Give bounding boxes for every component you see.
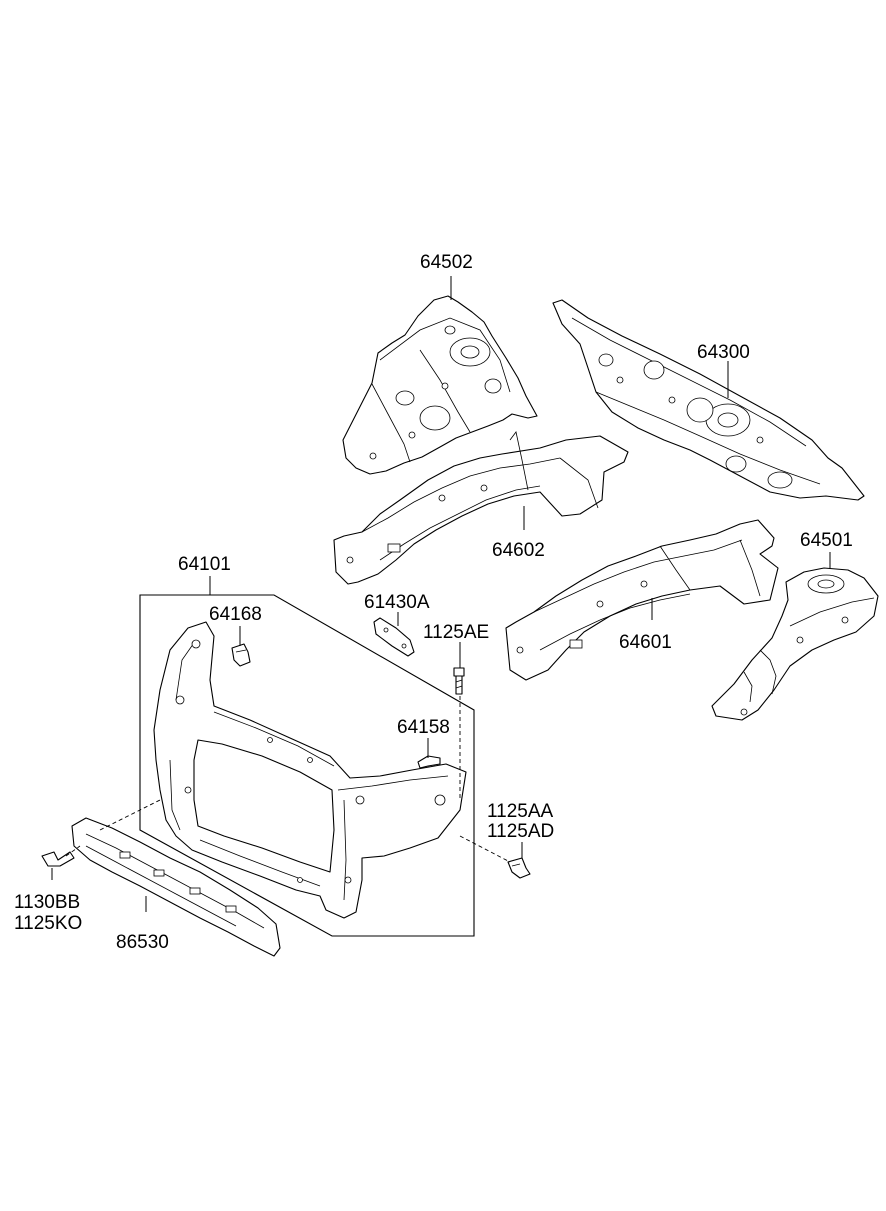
label-1130BB: 1130BB bbox=[14, 892, 80, 913]
bumper-beam-icon[interactable] bbox=[71, 817, 281, 957]
label-64158: 64158 bbox=[397, 717, 450, 738]
label-61430A: 61430A bbox=[364, 592, 430, 613]
label-64101: 64101 bbox=[178, 554, 231, 575]
carrier-callout-box bbox=[139, 594, 475, 937]
label-1125AA: 1125AA bbox=[487, 801, 554, 822]
front-end-carrier-icon[interactable] bbox=[153, 621, 467, 919]
bracket-icon[interactable] bbox=[373, 617, 415, 657]
fender-apron-rh-icon[interactable] bbox=[342, 295, 538, 475]
label-86530: 86530 bbox=[116, 932, 169, 953]
label-64300: 64300 bbox=[697, 342, 750, 363]
label-64502: 64502 bbox=[420, 252, 473, 273]
bolt-icon[interactable] bbox=[453, 667, 465, 695]
label-64601: 64601 bbox=[619, 632, 672, 653]
side-member-rh-icon[interactable] bbox=[333, 431, 629, 585]
label-64168: 64168 bbox=[209, 604, 262, 625]
label-1125AE: 1125AE bbox=[423, 622, 489, 643]
assembly-line-bolt-right bbox=[459, 835, 511, 863]
assembly-line-beam bbox=[99, 799, 161, 831]
clip-icon[interactable] bbox=[231, 643, 251, 667]
label-64602: 64602 bbox=[492, 540, 545, 561]
assembly-line-bolt-left bbox=[65, 845, 81, 857]
label-64501: 64501 bbox=[800, 530, 853, 551]
label-1125AD: 1125AD bbox=[487, 821, 554, 842]
side-member-lh-icon[interactable] bbox=[505, 519, 779, 681]
fender-apron-lh-icon[interactable] bbox=[711, 567, 879, 721]
label-1125KO: 1125KO bbox=[14, 913, 82, 934]
dash-panel-icon[interactable] bbox=[552, 299, 865, 501]
bolt-right-icon[interactable] bbox=[507, 857, 531, 879]
